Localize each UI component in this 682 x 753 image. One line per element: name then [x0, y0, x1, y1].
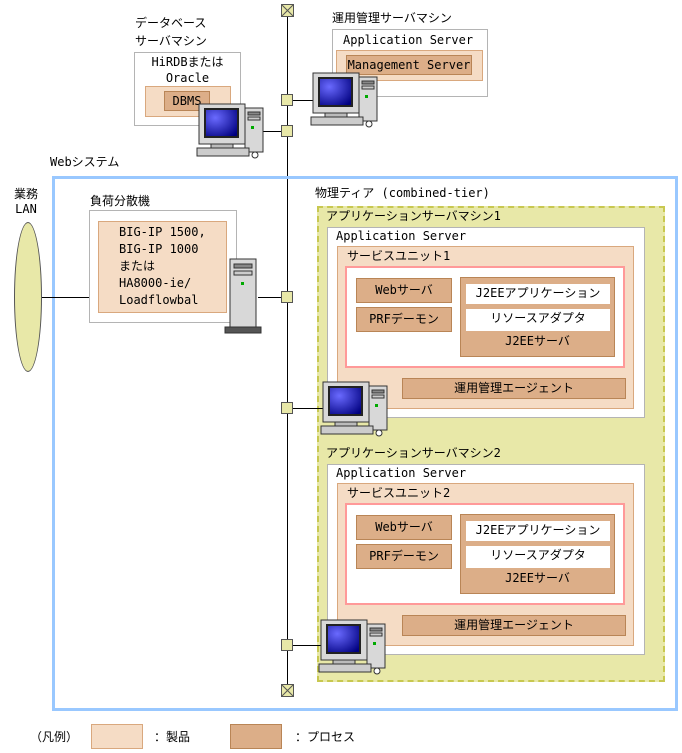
j2ee-application: J2EEアプリケーション — [466, 284, 610, 304]
app1-link — [293, 408, 325, 409]
web-system-label: Webシステム — [50, 155, 120, 169]
prf-daemon-process: PRFデーモン — [356, 307, 452, 332]
app-server-label: Application Server — [336, 466, 467, 480]
db-product-name: HiRDBまたは — [151, 55, 224, 69]
db-product-name-2: Oracle — [165, 71, 210, 85]
web-server-process: Webサーバ — [356, 278, 452, 303]
app2-link — [293, 645, 323, 646]
legend-product-swatch — [91, 724, 143, 749]
management-server-process: Management Server — [346, 55, 472, 75]
db-machine-label: データベース — [135, 16, 207, 30]
connector — [281, 402, 293, 414]
lan-link — [42, 297, 91, 298]
app-server-label: Application Server — [336, 229, 467, 243]
load-balancer-tower-icon — [224, 258, 264, 337]
legend-product-label: ：製品 — [154, 730, 191, 744]
network-terminator-bottom — [281, 684, 294, 697]
app1-computer-icon — [320, 381, 390, 440]
lb-line: BIG-IP 1500, — [119, 225, 206, 239]
lb-line: BIG-IP 1000 — [119, 242, 199, 256]
network-line — [287, 12, 288, 692]
management-agent-process: 運用管理エージェント — [402, 378, 626, 399]
network-terminator-top — [281, 4, 294, 17]
db-computer-icon — [196, 103, 266, 162]
web-server-process: Webサーバ — [356, 515, 452, 540]
machine-label: アプリケーションサーバマシン2 — [326, 446, 501, 460]
mgmt-link — [293, 100, 315, 101]
j2ee-application: J2EEアプリケーション — [466, 521, 610, 541]
lan-label-2: LAN — [15, 202, 37, 216]
service-unit-label: サービスユニット2 — [347, 486, 451, 500]
machine-label: アプリケーションサーバマシン1 — [326, 209, 501, 223]
load-balancer-product: BIG-IP 1500, BIG-IP 1000 または HA8000-ie/ … — [98, 221, 227, 313]
mgmt-machine-label: 運用管理サーバマシン — [332, 11, 452, 25]
legend-title: （凡例） — [30, 730, 79, 744]
lb-line: または — [119, 259, 156, 273]
app2-computer-icon — [318, 619, 388, 678]
lan-label: 業務 — [13, 187, 38, 201]
mgmt-computer-icon — [310, 72, 380, 131]
lb-line: HA8000-ie/ — [119, 276, 192, 290]
legend-process-label: ：プロセス — [295, 730, 356, 744]
lb-line: Loadflowbal — [119, 293, 199, 307]
resource-adapter: リソースアダプタ — [466, 309, 610, 331]
mgmt-app-server-label: Application Server — [343, 33, 474, 47]
j2ee-server-label: J2EEサーバ — [505, 571, 570, 585]
connector — [281, 94, 293, 106]
connector — [281, 125, 293, 137]
web-system-box — [52, 176, 678, 711]
tier-label: 物理ティア (combined-tier) — [315, 186, 490, 200]
j2ee-server-label: J2EEサーバ — [505, 334, 570, 348]
legend-process-swatch — [230, 724, 282, 749]
db-link — [258, 131, 282, 132]
connector — [281, 639, 293, 651]
db-machine-label-2: サーバマシン — [135, 34, 207, 48]
management-agent-process: 運用管理エージェント — [402, 615, 626, 636]
connector — [281, 291, 293, 303]
load-balancer-label: 負荷分散機 — [90, 194, 151, 208]
lan-ellipse — [14, 222, 42, 372]
resource-adapter: リソースアダプタ — [466, 546, 610, 568]
prf-daemon-process: PRFデーモン — [356, 544, 452, 569]
lb-link — [258, 297, 282, 298]
service-unit-label: サービスユニット1 — [347, 249, 451, 263]
